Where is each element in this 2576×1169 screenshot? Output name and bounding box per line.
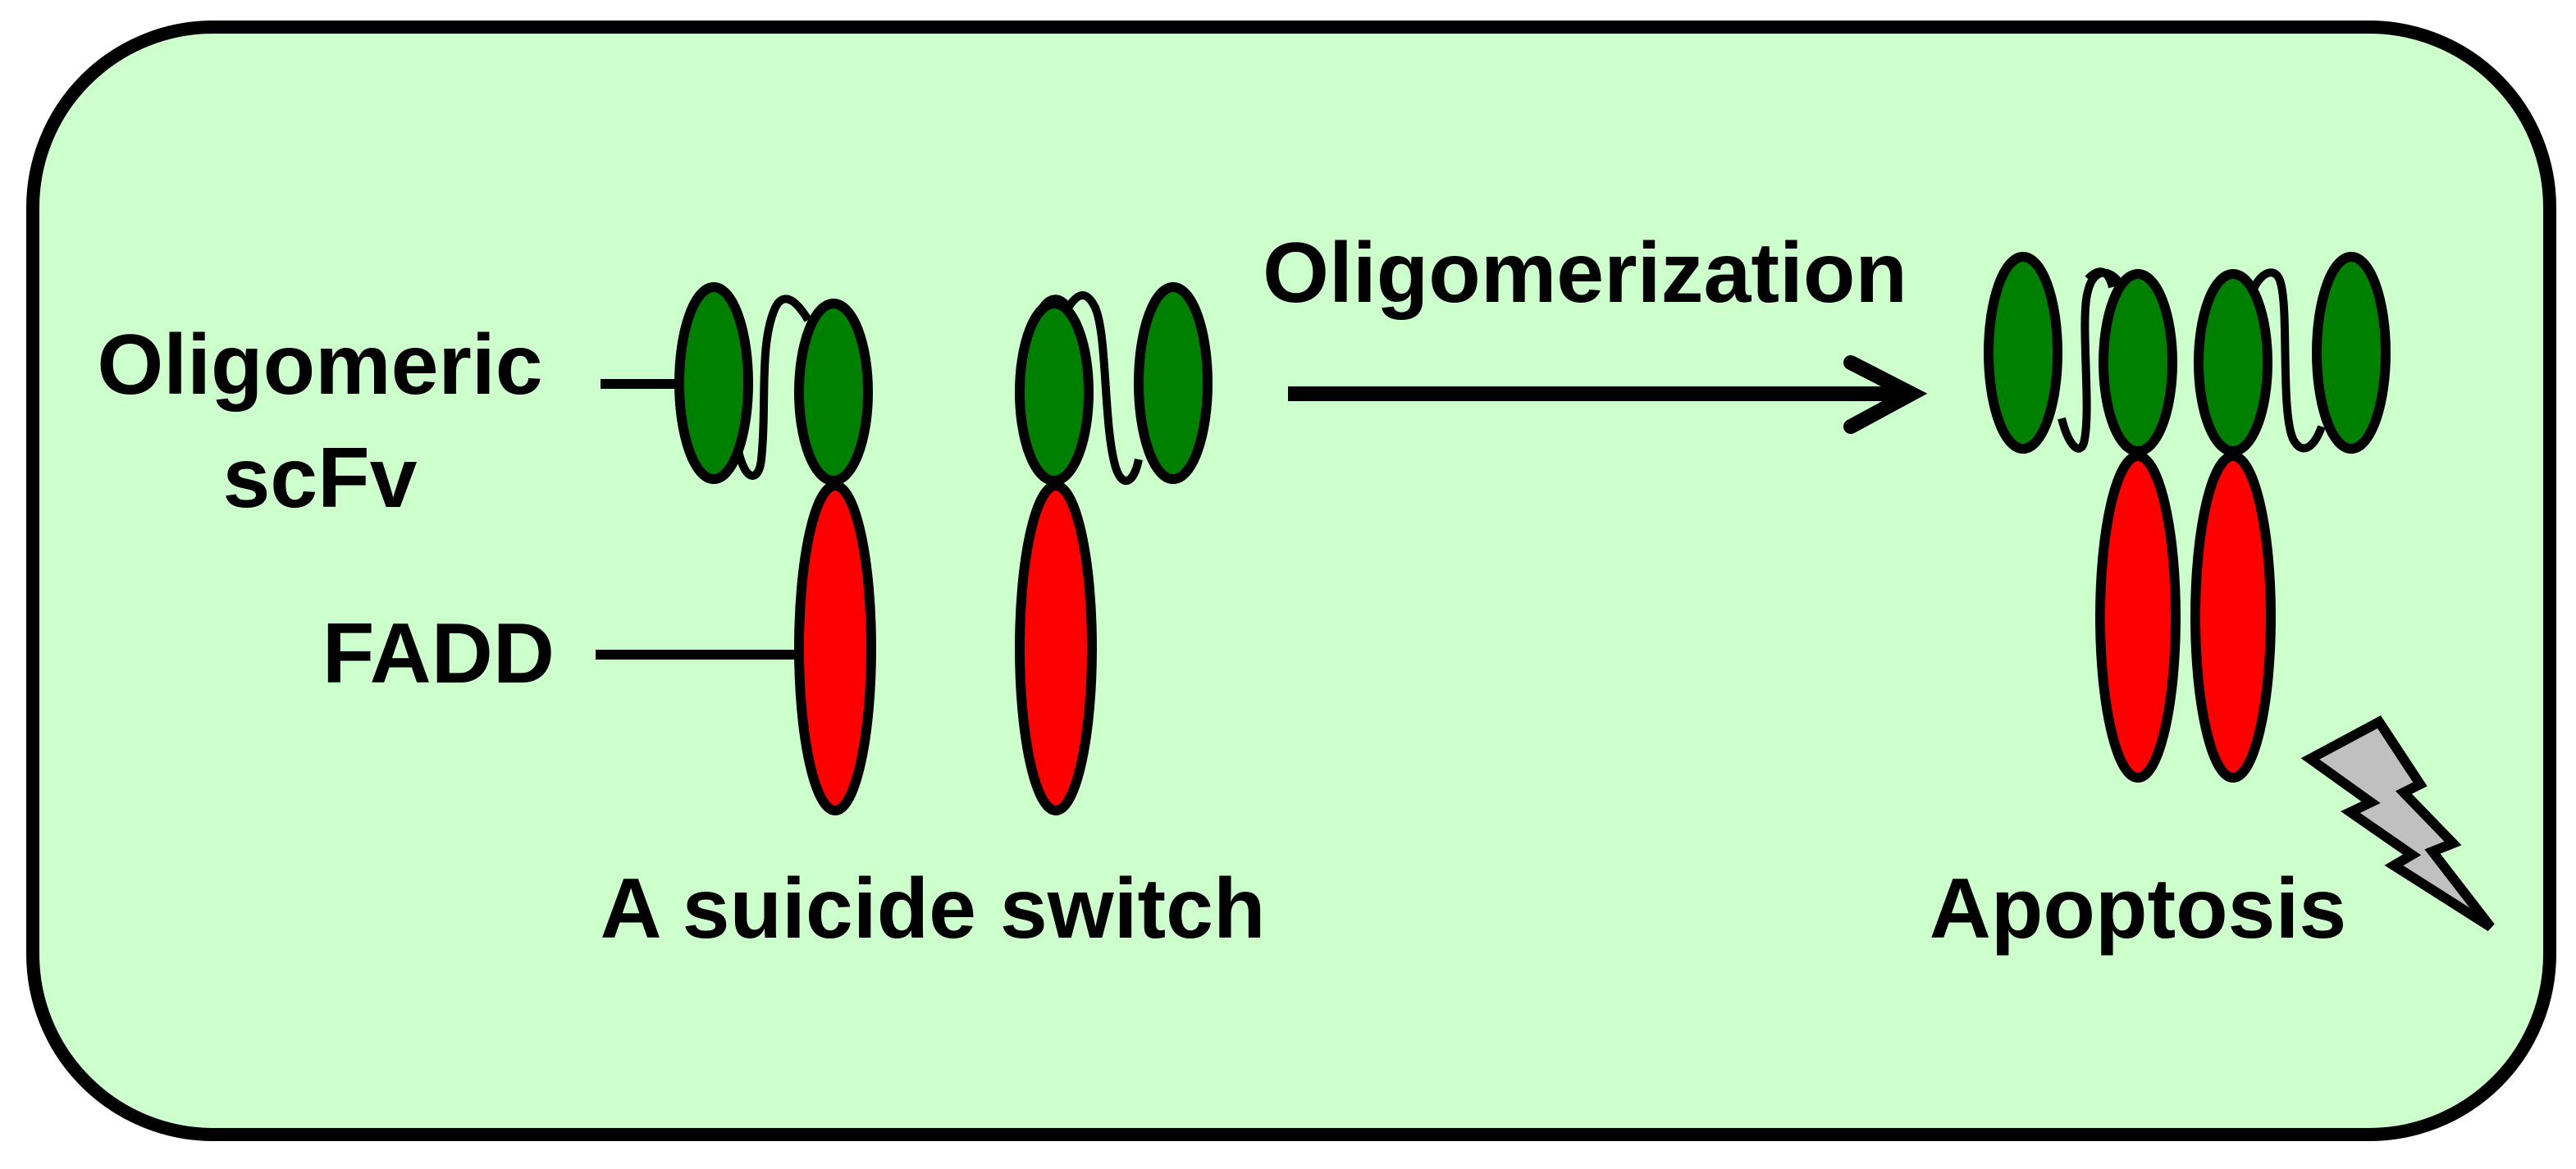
complex-scfv-a — [1984, 252, 2062, 454]
fadd-label: FADD — [322, 606, 555, 701]
apoptosis-label: Apoptosis — [1930, 861, 2346, 957]
scfv-domain-right-a — [1015, 299, 1094, 486]
diagram-panel — [26, 21, 2556, 1141]
scfv-domain-right-b — [1134, 282, 1213, 484]
scfv-domain-left-a — [674, 282, 753, 484]
oligomeric-label: Oligomeric — [97, 317, 542, 413]
scfv-domain-left-b — [794, 299, 873, 486]
scfv-linker-right-stroke — [1064, 291, 1143, 485]
complex-fadd-a — [2095, 451, 2181, 783]
complex-scfv-d — [2312, 252, 2391, 454]
complex-fadd-b — [2190, 451, 2276, 783]
suicide-switch-label: A suicide switch — [600, 861, 1265, 957]
switch-monomer-right — [1015, 282, 1213, 815]
fadd-domain-right — [1015, 481, 1097, 815]
lightning-bolt-icon — [2300, 715, 2495, 932]
oligomerized-complex — [1984, 252, 2391, 783]
complex-scfv-c — [2194, 269, 2272, 456]
oligomerization-label: Oligomerization — [1263, 226, 1907, 321]
scfv-label: scFv — [222, 431, 417, 526]
switch-monomer-left — [674, 282, 876, 815]
complex-scfv-b — [2099, 269, 2177, 456]
right-arrow-icon — [1288, 355, 1928, 434]
complex-linker-left — [2058, 267, 2129, 453]
fadd-domain-left — [794, 481, 876, 815]
